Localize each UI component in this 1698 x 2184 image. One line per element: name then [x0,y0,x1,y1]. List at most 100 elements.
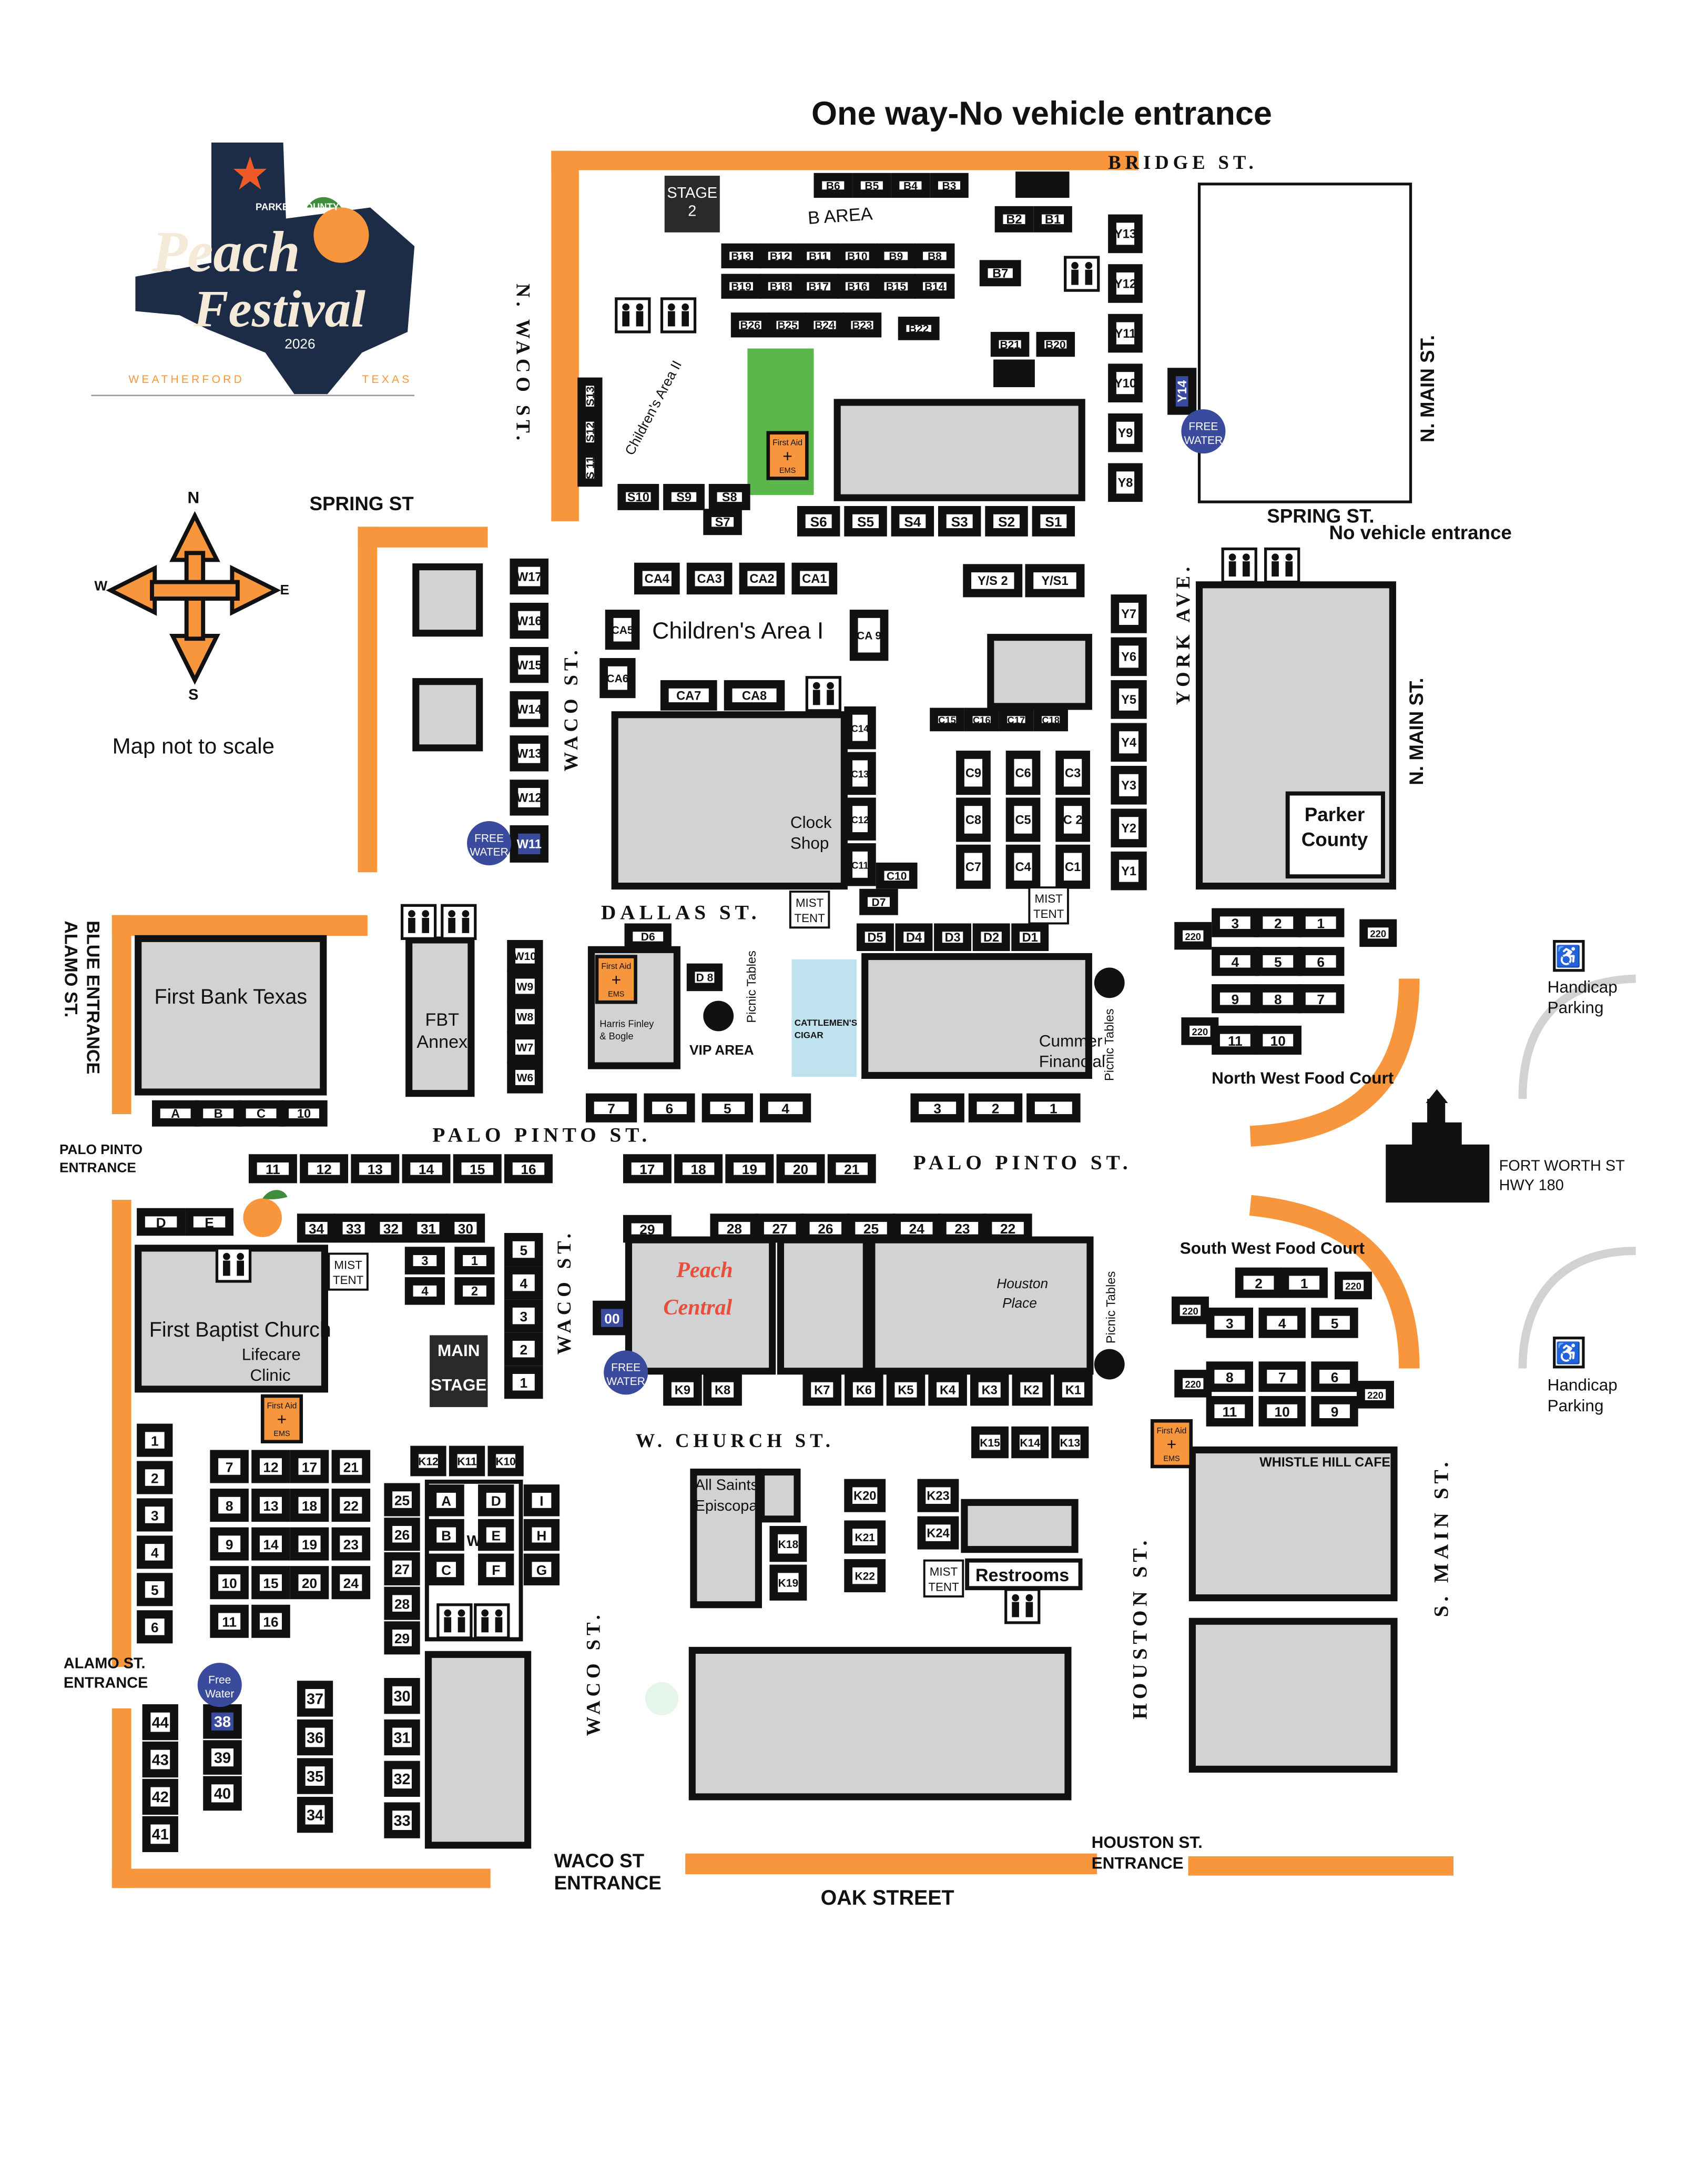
booth-label: 220 [1370,928,1386,939]
booth-label: 2 [992,1101,1000,1117]
main-stage [430,1335,488,1408]
svg-text:Shop: Shop [790,834,829,853]
booth-label: 26 [818,1221,833,1237]
booth-label: S5 [857,514,874,530]
svg-text:WACO ST.: WACO ST. [582,1611,604,1736]
booth-label: 16 [263,1614,278,1630]
cattlemens-cigar [791,959,857,1077]
booth-label: 7 [1317,992,1325,1007]
booth-label: 11 [1228,1033,1243,1049]
booth-label: H [536,1528,546,1543]
booth-d5: D5 [856,923,894,952]
svg-text:First Aid: First Aid [772,438,802,447]
booth-label: 13 [368,1161,383,1177]
svg-text:First Baptist Church: First Baptist Church [149,1318,331,1341]
b-area-label: B AREA [807,204,873,228]
svg-text:OAK STREET: OAK STREET [821,1886,954,1909]
booth-label: 19 [742,1161,757,1177]
svg-text:SPRING ST: SPRING ST [310,493,414,514]
stage-2 [664,176,720,232]
restroom-icon [1264,547,1300,584]
svg-text:WHISTLE HILL CAFE: WHISTLE HILL CAFE [1259,1455,1390,1470]
booth-label: B10 [847,250,868,262]
booth-label: C16 [973,715,991,726]
booth-28: 28 [710,1214,759,1243]
booth-label: D [491,1493,501,1509]
booth-label: E [491,1528,501,1543]
booth-29: 29 [384,1621,420,1655]
booth-label: 220 [1182,1306,1198,1317]
booth-label: 220 [1185,931,1201,942]
booth-label: W8 [517,1012,534,1024]
booth-label: CA2 [749,572,774,586]
handicap-label-1: Handicap [1548,977,1618,996]
booth-label: 11 [222,1614,237,1630]
booth-label: Y/S 2 [978,574,1008,588]
booth-2: 2 [454,1277,495,1305]
restroom-icon [660,297,697,333]
booth-28: 28 [384,1586,420,1620]
svg-text:Lifecare: Lifecare [242,1345,301,1364]
booth-label: 1 [1300,1276,1308,1291]
booth-label: K18 [778,1539,799,1551]
booth-b6: B6 [814,173,853,198]
booth-label: 4 [781,1101,789,1117]
booth-34: 34 [297,1214,336,1243]
booth-d3: D3 [934,923,972,952]
booth-label: 8 [1226,1370,1234,1386]
booth-label: 2 [1274,915,1282,931]
booth-18: 18 [674,1154,723,1184]
booth-ys2: Y/S 2 [963,564,1023,598]
booth-b19: B19 [721,274,761,299]
svg-text:VIP AREA: VIP AREA [689,1042,754,1058]
booth-label: W14 [516,703,542,717]
booth-label: B8 [928,250,942,262]
booth-label: 6 [1331,1370,1339,1386]
svg-text:♿: ♿ [1555,1341,1581,1365]
svg-text:Picnic Tables: Picnic Tables [1104,1271,1118,1343]
childrens-area-1-label: Children's Area I [652,618,823,644]
booth-label: 00 [604,1311,619,1327]
booth-b12: B12 [760,243,800,269]
booth-ca5: CA5 [605,610,640,650]
booth-label: W13 [516,747,542,761]
svg-text:S. MAIN ST.: S. MAIN ST. [1429,1458,1452,1617]
booth-label: E [205,1215,214,1230]
booth-label: 5 [1331,1316,1339,1331]
booth-label: S13 [585,386,597,406]
booth-c: C [428,1553,464,1585]
booth-42: 42 [142,1778,178,1815]
svg-text:First Aid: First Aid [601,962,631,971]
booth-1: 1 [137,1423,173,1457]
booth-label: B26 [740,320,760,332]
booth-label: Y7 [1121,608,1136,621]
booth-label: W17 [516,570,542,584]
handicap-label-3: Handicap [1548,1376,1618,1394]
booth-label: 34 [309,1221,324,1237]
booth-b8: B8 [914,243,955,269]
booth-label: C5 [1015,814,1031,827]
booth-label: 19 [302,1536,317,1552]
booth-label: 220 [1345,1281,1361,1292]
booth-label: 43 [152,1752,169,1768]
booth-label: A [441,1493,451,1509]
booth-5: 5 [1311,1307,1358,1338]
booth-label: B21 [1000,339,1020,351]
booth-23: 23 [938,1214,987,1243]
booth-label: CA5 [612,624,634,636]
booth-label: 2 [471,1285,478,1299]
booth-label: K8 [715,1384,730,1398]
svg-text:WACO ST: WACO ST [554,1850,645,1872]
booth-label: C9 [965,766,981,780]
svg-text:WATER: WATER [470,846,509,858]
booth-29: 29 [623,1215,672,1243]
booth-label: 22 [1000,1221,1015,1237]
svg-text:HOUSTON ST.: HOUSTON ST. [1092,1833,1203,1852]
booth-32: 32 [371,1214,411,1243]
booth-19: 19 [725,1154,774,1184]
booth-y10: Y10 [1108,363,1143,402]
booth-b20: B20 [1036,331,1075,357]
booth-label: 9 [226,1536,233,1552]
booth-label: C3 [1065,766,1081,780]
